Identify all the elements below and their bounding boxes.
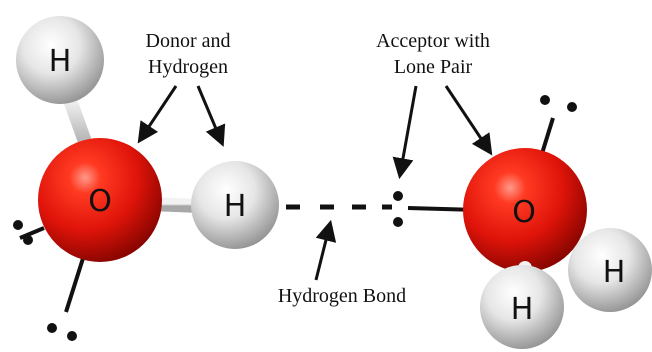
atom-label: H [603,255,626,290]
donor-lone-pair-line-bottom [64,251,87,313]
atom-label: H [511,292,534,327]
acceptor-back-hydrogen-atom: H [563,228,652,312]
hydrogen-bond-arrow [314,219,337,281]
acceptor-front-hydrogen-atom: H [480,261,564,349]
donor-caption-line-1: Donor and [146,30,231,52]
donor-water-molecule: H O H [13,16,279,341]
donor-top-hydrogen-atom: H [16,16,104,104]
hydrogen-bond-caption: Hydrogen Bond [278,285,406,307]
acceptor-lone-pair-left [393,191,403,227]
acceptor-oxygen-atom: O [463,148,587,272]
acceptor-arrow-right [444,85,493,156]
acceptor-water-molecule: H O H [393,95,652,349]
donor-oxygen-atom: O [38,138,162,262]
donor-lone-pair-bottom [47,323,77,341]
donor-lone-pair-left [13,220,33,245]
donor-caption: Donor and Hydrogen [146,30,231,78]
acceptor-caption-line-2: Lone Pair [394,56,473,78]
donor-caption-line-2: Hydrogen [148,56,228,78]
atom-label: H [224,189,247,224]
acceptor-caption-line-1: Acceptor with [376,30,490,52]
atom-label: H [49,44,72,79]
donor-bonded-hydrogen-atom: H [191,161,279,249]
donor-arrow-left [137,85,178,144]
donor-lone-pair-line-left [19,226,45,240]
acceptor-caption: Acceptor with Lone Pair [376,30,490,78]
atom-label: O [88,184,112,219]
acceptor-lone-pair-top [540,95,577,112]
acceptor-arrow-left [392,85,418,180]
atom-label: O [512,195,536,230]
donor-arrow-right [196,85,226,147]
